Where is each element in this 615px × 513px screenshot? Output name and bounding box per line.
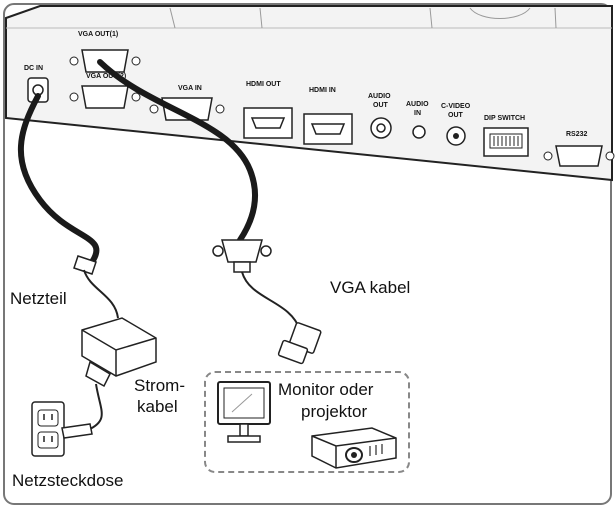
rs232-label: RS232	[566, 131, 588, 138]
mains-cable	[87, 383, 103, 431]
cvideo-label-1: C-VIDEO	[441, 103, 471, 110]
vga-in-port: VGA IN	[149, 85, 225, 121]
hdmi-out-label: HDMI OUT	[246, 81, 281, 88]
mains-plug	[61, 423, 93, 439]
cvideo-label-2: OUT	[448, 112, 464, 119]
hdmi-in-port: HDMI IN	[303, 87, 353, 145]
dc-plug	[73, 255, 97, 275]
rs232-port: RS232	[543, 131, 615, 167]
monitor-label-2: projektor	[301, 402, 368, 421]
audio-out-label-2: OUT	[373, 102, 389, 109]
vga-plug-upper	[212, 239, 272, 273]
hdmi-in-label: HDMI IN	[309, 87, 336, 94]
power-adapter	[81, 317, 157, 388]
audio-out-label-1: AUDIO	[368, 93, 391, 100]
wall-socket	[31, 401, 65, 457]
vga-in-label: VGA IN	[178, 85, 202, 92]
dc-in-label: DC IN	[24, 65, 43, 72]
dip-switch-label: DIP SWITCH	[484, 115, 525, 122]
vga-cable-lower	[241, 271, 301, 331]
vga-kabel-label: VGA kabel	[330, 278, 411, 297]
vga-out-2-label: VGA OUT(2)	[86, 73, 126, 80]
dip-switch: DIP SWITCH	[483, 115, 529, 157]
audio-in-port: AUDIO IN	[406, 101, 429, 139]
audio-out-port: AUDIO OUT	[368, 93, 392, 139]
vga-plug-lower	[277, 322, 322, 365]
vga-out-ports: VGA OUT(1) VGA OUT(2)	[69, 31, 141, 109]
stromkabel-label-2: kabel	[137, 397, 178, 416]
netzteil-label: Netzteil	[10, 289, 67, 308]
vga-out-1-label: VGA OUT(1)	[78, 31, 118, 38]
vga-cable-upper	[97, 59, 258, 243]
cvideo-out-port: C-VIDEO OUT	[441, 103, 471, 146]
stromkabel-label-1: Strom-	[134, 376, 185, 395]
dc-cable	[17, 93, 100, 265]
projector-icon	[311, 427, 397, 469]
hdmi-out-port: HDMI OUT	[243, 81, 293, 139]
monitor-icon	[217, 381, 271, 443]
monitor-label-1: Monitor oder	[278, 380, 374, 399]
display-devices-box	[204, 371, 410, 473]
outer-frame	[3, 3, 612, 505]
adapter-lead	[83, 269, 119, 319]
audio-in-label-1: AUDIO	[406, 101, 429, 108]
audio-in-label-2: IN	[414, 110, 421, 117]
netzsteckdose-label: Netzsteckdose	[12, 471, 124, 490]
